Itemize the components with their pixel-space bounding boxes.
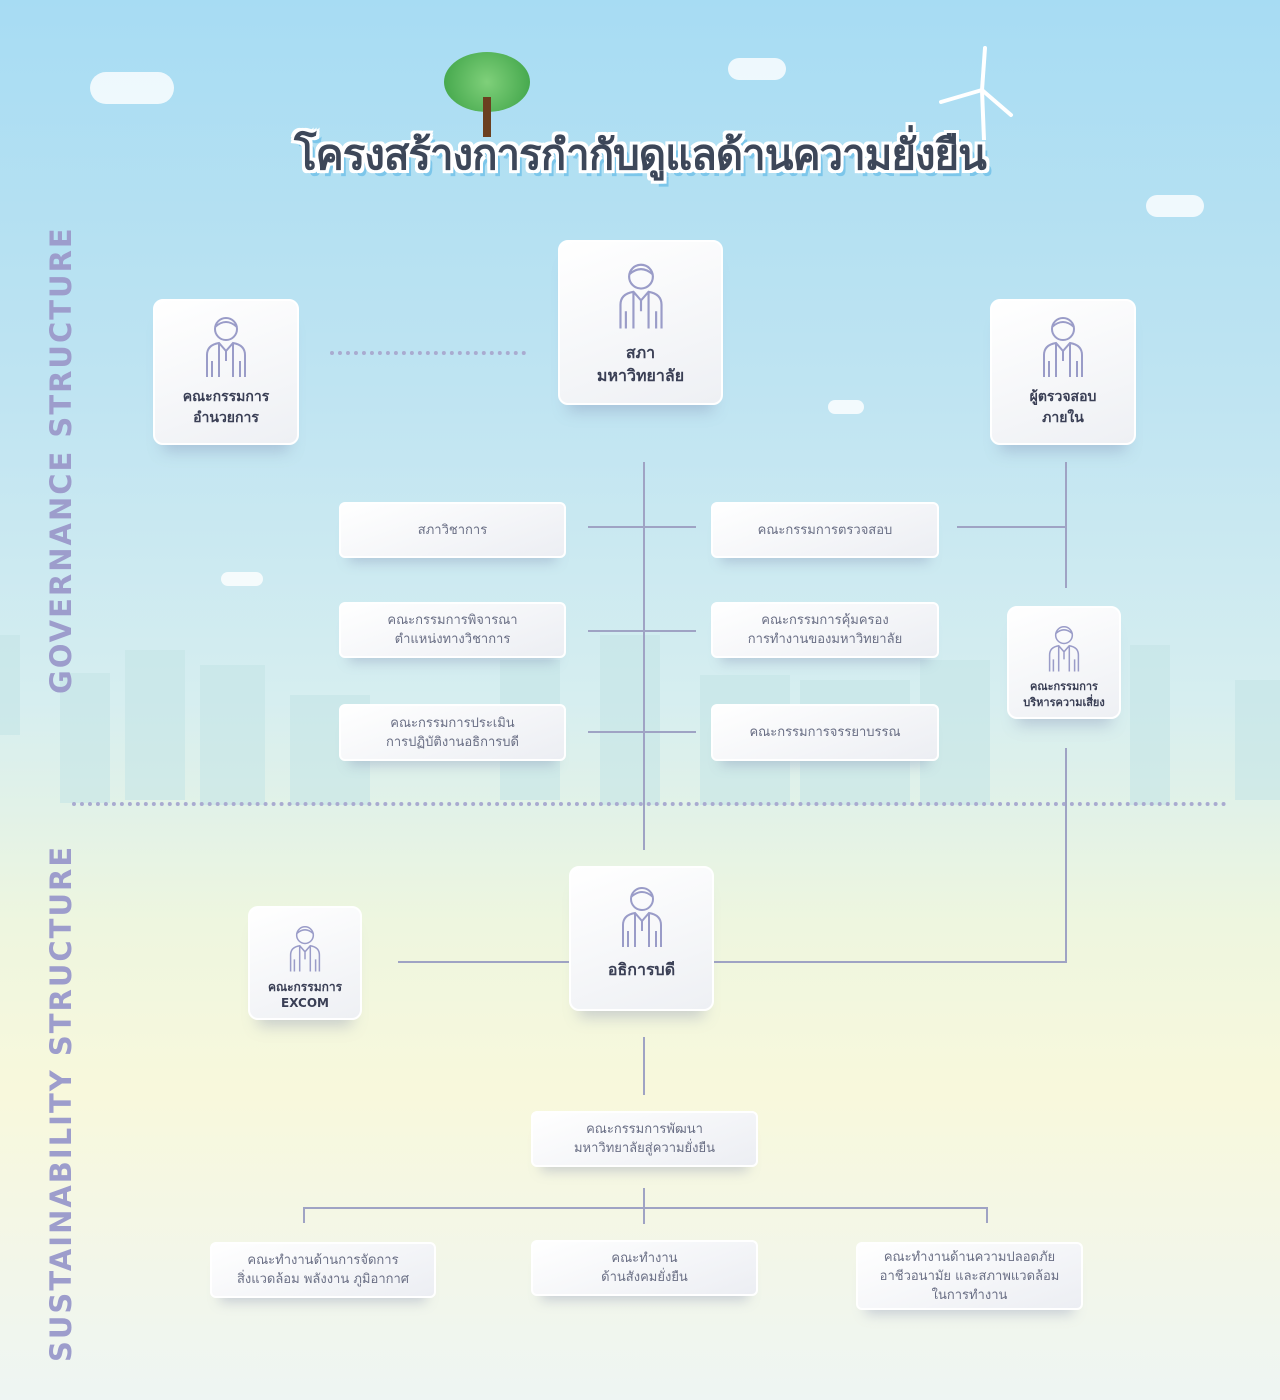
academic-position-committee-box[interactable]: คณะกรรมการพิจารณา ตำแหน่งทางวิชาการ: [339, 602, 566, 658]
connector-line: [588, 630, 696, 632]
person-icon: [1048, 626, 1080, 672]
cloud-decoration: [221, 572, 263, 586]
section-divider: [72, 802, 1227, 806]
connector-line: [957, 526, 1067, 528]
page-title: โครงสร้างการกำกับดูแลด้านความยั่งยืน: [294, 130, 987, 179]
sustainability-development-committee-box[interactable]: คณะกรรมการพัฒนา มหาวิทยาลัยสู่ความยั่งยื…: [531, 1111, 758, 1167]
academic-council-box[interactable]: สภาวิชาการ: [339, 502, 566, 558]
risk-committee-card[interactable]: คณะกรรมการ บริหารความเสี่ยง: [1007, 606, 1121, 719]
connector-line: [1065, 748, 1067, 963]
ethics-committee-box[interactable]: คณะกรรมการจรรยาบรรณ: [711, 704, 939, 761]
connector-line: [643, 1188, 645, 1224]
safety-working-group-box[interactable]: คณะทำงานด้านความปลอดภัย อาชีวอนามัย และส…: [856, 1242, 1083, 1310]
sustainability-structure-label: SUSTAINABILITY STRUCTURE: [44, 844, 78, 1362]
wind-turbine-icon: [939, 46, 1013, 140]
cloud-decoration: [728, 58, 786, 80]
president-card[interactable]: อธิการบดี: [569, 866, 714, 1011]
protection-committee-box[interactable]: คณะกรรมการคุ้มครอง การทำงานของมหาวิทยาลั…: [711, 602, 939, 658]
excom-card[interactable]: คณะกรรมการ EXCOM: [248, 906, 362, 1020]
social-working-group-box[interactable]: คณะทำงาน ด้านสังคมยั่งยืน: [531, 1240, 758, 1296]
connector-line: [304, 1207, 988, 1209]
governance-structure-label: GOVERNANCE STRUCTURE: [44, 226, 78, 694]
person-icon: [618, 263, 663, 329]
cloud-decoration: [90, 72, 174, 104]
dotted-connector: [330, 351, 526, 355]
connector-line: [643, 462, 645, 850]
president-evaluation-committee-box[interactable]: คณะกรรมการประเมิน การปฏิบัติงานอธิการบดี: [339, 704, 566, 761]
connector-line: [398, 961, 570, 963]
cloud-decoration: [1146, 195, 1204, 217]
person-icon: [206, 317, 246, 377]
person-icon: [621, 887, 662, 947]
tree-icon: [438, 52, 534, 137]
person-icon: [1043, 317, 1083, 377]
connector-line: [643, 1037, 645, 1095]
connector-line: [713, 961, 1067, 963]
environment-working-group-box[interactable]: คณะทำงานด้านการจัดการ สิ่งแวดล้อม พลังงา…: [210, 1242, 436, 1298]
connector-line: [986, 1207, 988, 1223]
internal-audit-card[interactable]: ผู้ตรวจสอบ ภายใน: [990, 299, 1136, 445]
connector-line: [588, 526, 696, 528]
university-council-card[interactable]: สภา มหาวิทยาลัย: [558, 240, 723, 405]
cloud-decoration: [828, 400, 864, 414]
person-icon: [289, 926, 321, 972]
connector-line: [1065, 462, 1067, 588]
connector-line: [303, 1207, 305, 1223]
audit-committee-box[interactable]: คณะกรรมการตรวจสอบ: [711, 502, 939, 558]
steering-committee-card[interactable]: คณะกรรมการ อำนวยการ: [153, 299, 299, 445]
connector-line: [588, 731, 696, 733]
